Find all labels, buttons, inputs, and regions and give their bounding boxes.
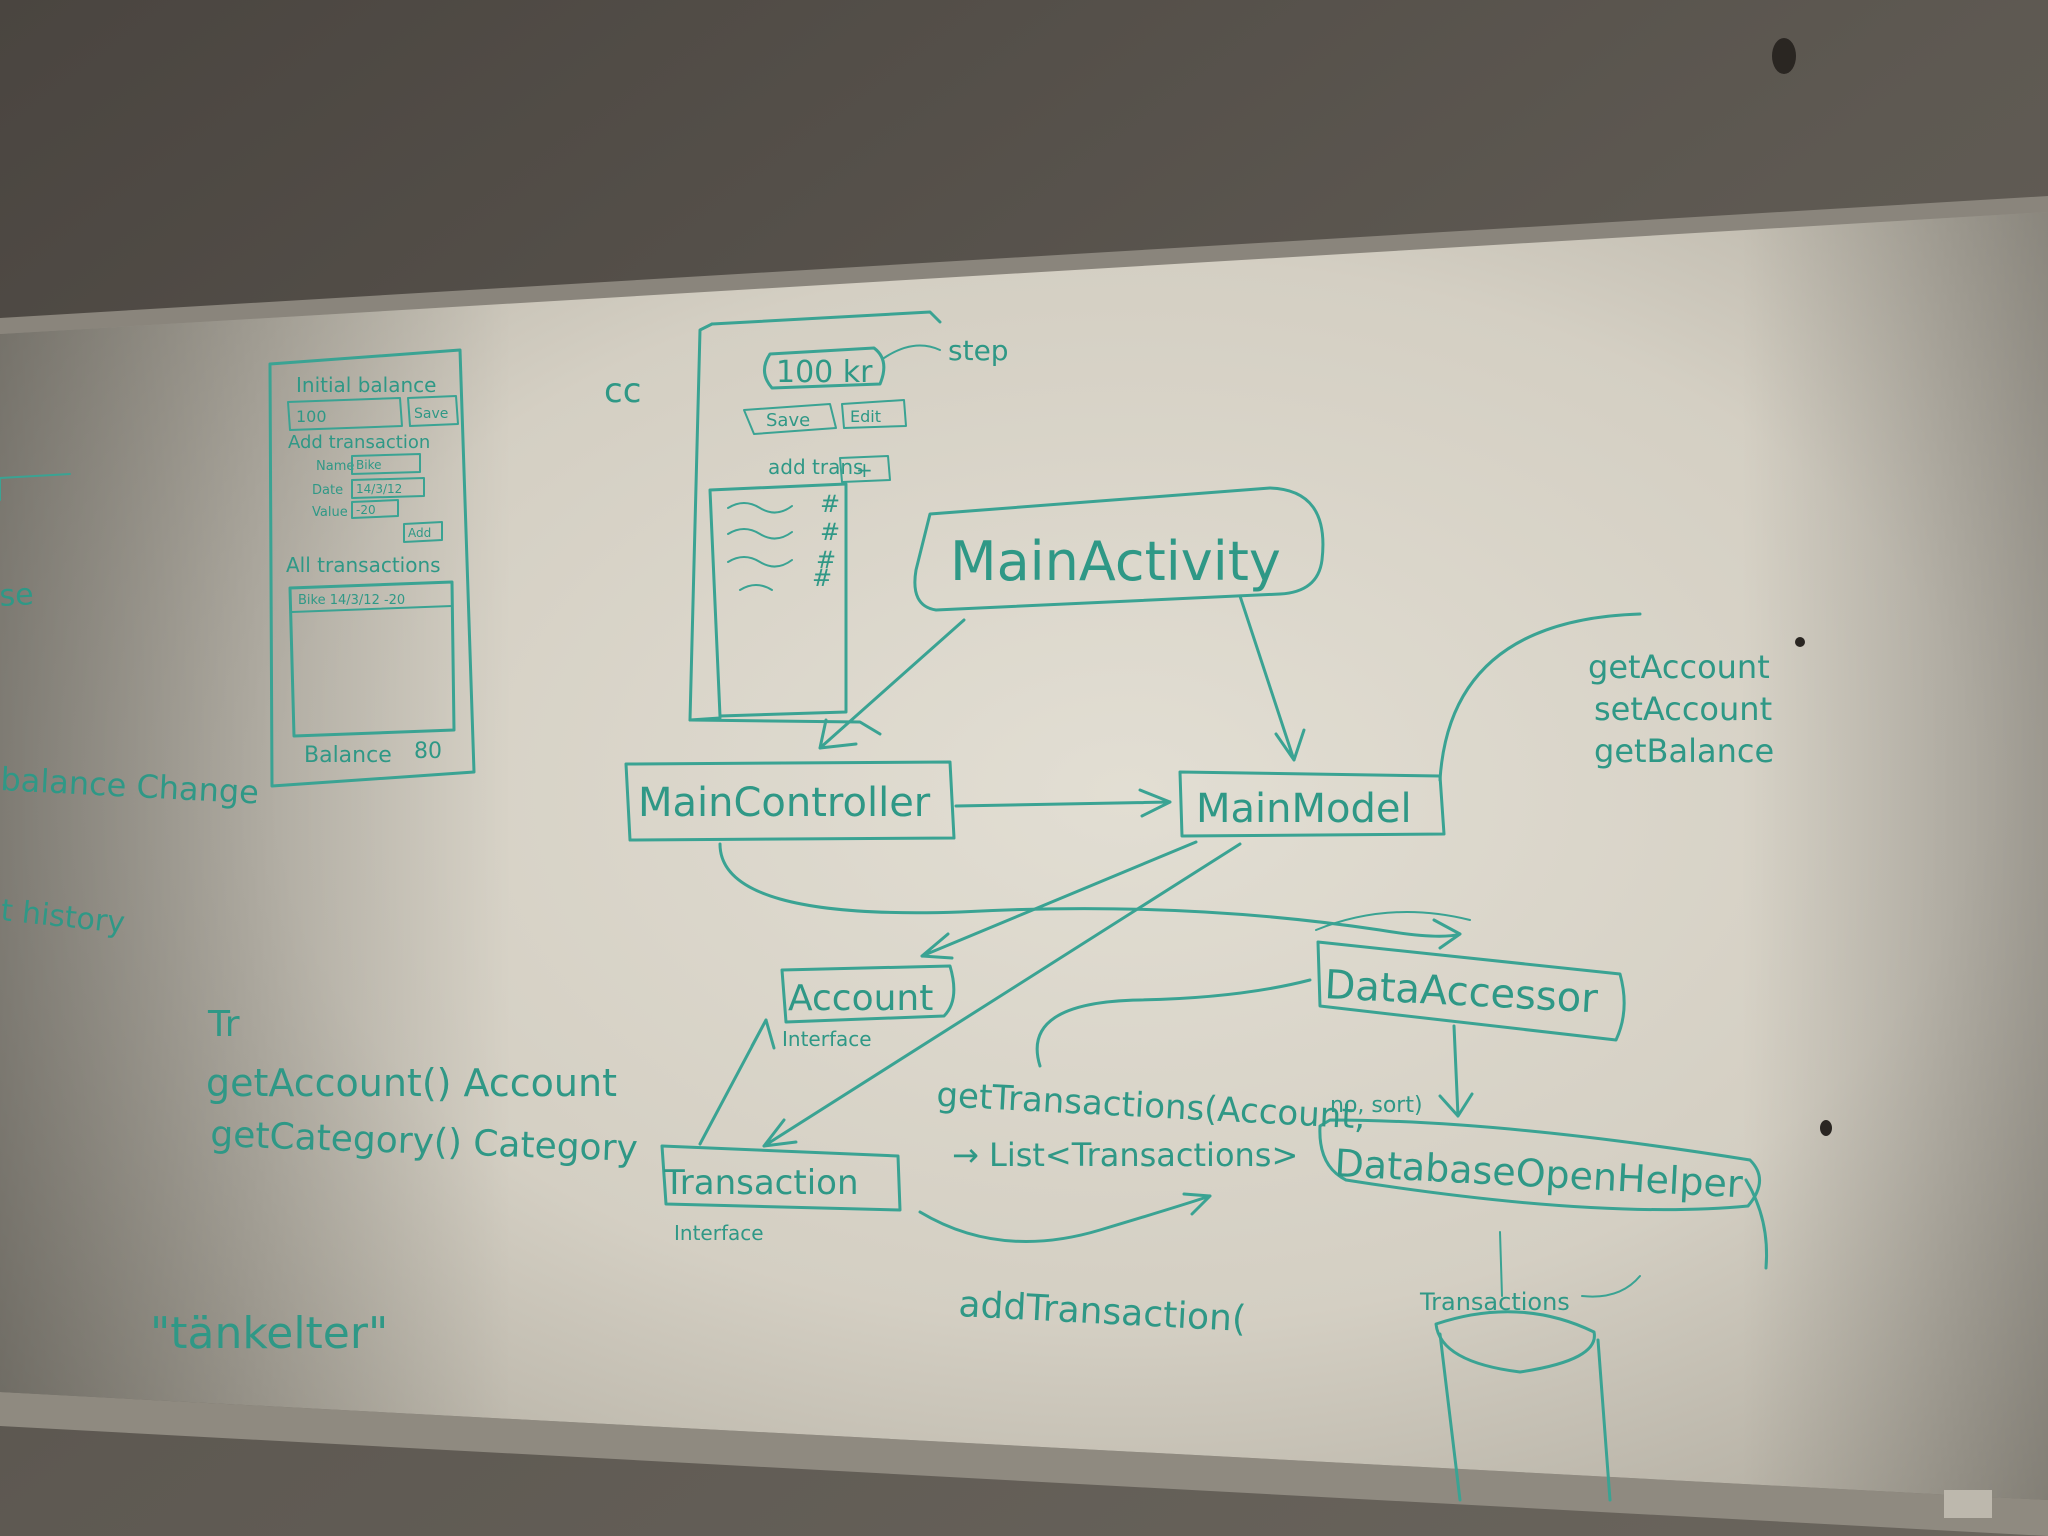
mockup-save-button: Save [414,406,448,422]
connection-label: Transactions [1419,1288,1570,1316]
account-subtitle: Interface [782,1027,872,1051]
mockup-add-button: Add [408,526,431,540]
phone-save-button: Save [766,410,810,431]
phone-hash-3: # [816,546,836,574]
phone-hash-4: # [812,564,832,592]
account-box: Account [788,978,933,1019]
phone-plus-button: + [856,458,873,482]
wall-screw [1772,38,1796,74]
arrow-data-accessor-to-db [1438,1024,1474,1118]
mockup-footer-value: 80 [414,739,442,764]
mockup-all-transactions-label: All transactions [286,553,441,577]
board-smudge-2 [1820,1120,1832,1136]
phone-mockup-sketch: 100 kr step Save Edit add trans + # # # … [688,310,1009,736]
tr-label: Tr [207,1004,240,1045]
mockup-value-value: -20 [356,503,376,517]
arrow-model-to-account [920,840,1198,960]
cc-label: cc [604,371,641,411]
mockup-value-label: Value [312,505,348,520]
arrow-activity-to-model [1238,594,1306,762]
main-controller-box: MainController [638,780,931,826]
mockup-footer-balance: Balance [304,743,392,768]
transaction-box: Transaction [663,1163,859,1203]
transaction-subtitle: Interface [674,1221,764,1245]
phone-hash-2: # [820,518,840,546]
mockup-date-value: 14/3/12 [356,482,402,496]
phone-amount: 100 kr [776,355,873,390]
method-get-account: getAccount [1588,648,1770,686]
mockup-row-text: Bike 14/3/12 -20 [298,593,405,608]
mockup-add-transaction-label: Add transaction [288,432,430,453]
arrow-controller-to-data-accessor [718,842,1462,950]
arrow-model-to-transaction [762,842,1242,1148]
mockup-date-label: Date [312,483,343,498]
get-transactions-args: no, sort) [1330,1093,1423,1118]
list-return-label: → List<Transactions> [952,1136,1298,1174]
main-model-box: MainModel [1196,786,1412,832]
board-frame-top [0,196,2048,336]
phone-hash-1: # [820,490,840,518]
mockup-initial-balance-label: Initial balance [296,373,436,397]
board-smudge-1 [1795,637,1805,647]
method-get-balance: getBalance [1594,732,1774,770]
main-activity-box: MainActivity [950,530,1281,593]
quoted-word: "tänkelter" [150,1308,388,1359]
method-set-account: setAccount [1594,690,1772,728]
arrow-controller-to-model [954,788,1172,818]
board-frame-bottom [0,1392,2048,1536]
board-label-tag [1944,1490,1992,1518]
tr-line-1: getAccount() Account [206,1061,617,1105]
mockup-name-value: Bike [356,458,381,472]
phone-add-label: add trans [768,455,863,479]
mockup-name-label: Name [316,459,354,474]
arrow-activity-to-controller [818,618,966,750]
board-shading [0,212,2048,1500]
left-note-se: se [0,577,34,614]
balance-mockup-sketch: Initial balance 100 Save Add transaction… [268,348,476,788]
arrow-transaction-to-account [698,1018,776,1146]
mockup-balance-value: 100 [296,407,327,426]
phone-edit-button: Edit [850,407,881,426]
phone-step-note: step [948,334,1009,367]
